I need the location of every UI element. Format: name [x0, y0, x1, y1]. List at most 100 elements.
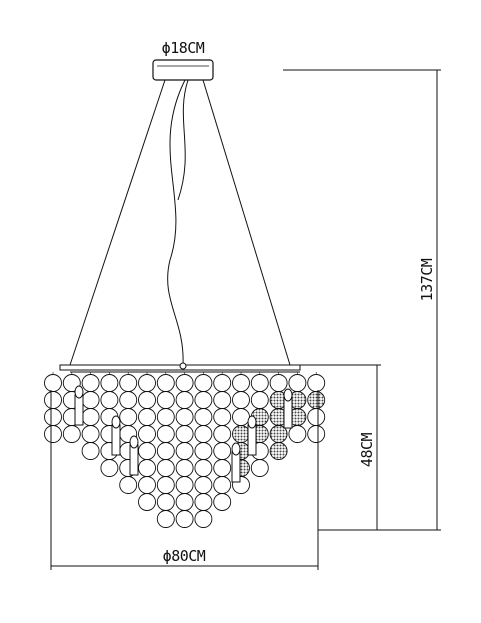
candle-lamp	[74, 385, 84, 426]
textured-bead	[269, 442, 288, 460]
bead-strand	[269, 372, 288, 460]
candle-lamps	[74, 385, 293, 483]
bead-strand	[213, 372, 232, 511]
suspension-wires	[69, 79, 291, 366]
crystal-bead	[119, 476, 138, 494]
crystal-bead	[194, 510, 213, 528]
crystal-bead	[213, 408, 232, 426]
crystal-bead	[175, 391, 194, 409]
crystal-bead	[250, 374, 269, 392]
crystal-bead	[250, 459, 269, 477]
crystal-bead	[119, 374, 138, 392]
crystal-bead	[44, 408, 62, 426]
bead-strand	[307, 372, 326, 443]
canopy	[152, 59, 214, 81]
crystal-bead	[175, 374, 194, 392]
crystal-bead	[213, 374, 232, 392]
crystal-bead	[213, 493, 232, 511]
crystal-bead	[194, 425, 213, 443]
overall-height-label: 137CM	[418, 258, 436, 301]
body-diameter-label: ϕ80CM	[163, 547, 206, 565]
crystal-bead	[119, 408, 138, 426]
candle-lamp	[283, 388, 293, 429]
crystal-bead	[44, 374, 62, 392]
crystal-bead	[156, 442, 175, 460]
crystal-bead	[213, 425, 232, 443]
crystal-bead	[175, 442, 194, 460]
crystal-bead	[138, 391, 156, 409]
crystal-bead	[156, 459, 175, 477]
crystal-bead	[81, 391, 100, 409]
candle-lamp	[111, 415, 121, 456]
bead-strand	[175, 372, 194, 528]
bead-strand	[81, 372, 100, 460]
chandelier-frame	[59, 362, 301, 373]
bead-strand	[194, 372, 213, 528]
crystal-bead	[175, 476, 194, 494]
bead-strand	[44, 372, 62, 443]
crystal-bead	[175, 510, 194, 528]
candle-lamp	[231, 442, 241, 483]
crystal-bead	[100, 391, 119, 409]
crystal-bead	[138, 493, 156, 511]
crystal-bead	[156, 374, 175, 392]
crystal-bead	[156, 408, 175, 426]
crystal-bead	[175, 459, 194, 477]
crystal-bead	[156, 476, 175, 494]
crystal-bead-strands	[44, 372, 326, 528]
crystal-bead	[194, 493, 213, 511]
crystal-bead	[81, 442, 100, 460]
crystal-bead	[81, 408, 100, 426]
dimension-lines	[50, 69, 441, 570]
crystal-bead	[138, 408, 156, 426]
crystal-bead	[250, 391, 269, 409]
power-cord	[167, 79, 186, 366]
crystal-bead	[175, 493, 194, 511]
textured-bead	[307, 391, 326, 409]
crystal-bead	[213, 391, 232, 409]
crystal-bead	[194, 459, 213, 477]
crystal-bead	[307, 374, 326, 392]
bead-strand	[156, 372, 175, 528]
crystal-bead	[213, 442, 232, 460]
crystal-bead	[307, 408, 326, 426]
crystal-bead	[194, 476, 213, 494]
body-height-label: 48CM	[358, 432, 376, 467]
crystal-bead	[288, 374, 307, 392]
crystal-bead	[232, 408, 250, 426]
crystal-bead	[156, 425, 175, 443]
candle-lamp	[247, 415, 257, 456]
crystal-bead	[213, 476, 232, 494]
crystal-bead	[307, 425, 326, 443]
crystal-bead	[81, 425, 100, 443]
crystal-bead	[156, 391, 175, 409]
crystal-bead	[44, 391, 62, 409]
bead-strand	[288, 372, 307, 443]
candle-lamp	[129, 435, 139, 476]
crystal-bead	[175, 425, 194, 443]
crystal-bead	[194, 391, 213, 409]
crystal-bead	[175, 408, 194, 426]
crystal-bead	[156, 510, 175, 528]
crystal-bead	[138, 459, 156, 477]
crystal-bead	[232, 374, 250, 392]
crystal-bead	[81, 374, 100, 392]
canopy-diameter-label: ϕ18CM	[162, 39, 205, 57]
crystal-bead	[138, 476, 156, 494]
bead-strand	[138, 372, 156, 511]
crystal-bead	[138, 374, 156, 392]
crystal-bead	[288, 425, 307, 443]
crystal-bead	[194, 442, 213, 460]
crystal-bead	[44, 425, 62, 443]
crystal-bead	[232, 391, 250, 409]
crystal-bead	[100, 374, 119, 392]
crystal-bead	[138, 425, 156, 443]
crystal-bead	[213, 459, 232, 477]
crystal-bead	[119, 391, 138, 409]
textured-bead	[232, 425, 250, 443]
crystal-bead	[194, 408, 213, 426]
crystal-bead	[138, 442, 156, 460]
crystal-bead	[269, 374, 288, 392]
crystal-bead	[194, 374, 213, 392]
